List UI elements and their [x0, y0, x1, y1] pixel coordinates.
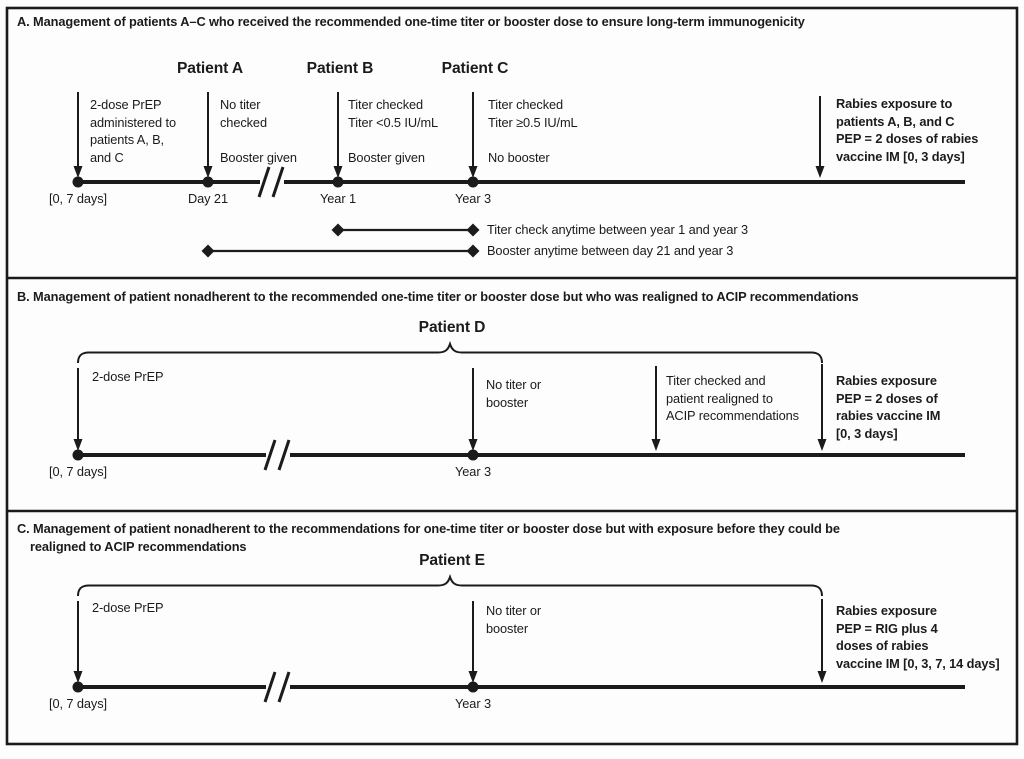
patient-b-action-note: Booster given [348, 150, 425, 165]
arrowhead-icon [73, 166, 83, 178]
event-dot [202, 176, 214, 188]
arrowhead-icon [468, 166, 478, 178]
patient-e-brace [77, 573, 823, 597]
panel-b-timeline [72, 340, 965, 471]
diamond-icon [331, 223, 345, 237]
arrowhead-icon [333, 166, 343, 178]
arrowhead-icon [815, 166, 825, 178]
arrowhead-icon [73, 439, 83, 451]
panel-c-title-line-2: realigned to ACIP recommendations [30, 539, 247, 554]
panel-a-title: A. Management of patients A–C who receiv… [17, 14, 805, 29]
patient-c-label: Patient C [441, 60, 509, 77]
patient-c-action-note: No booster [488, 150, 550, 165]
patient-d-label: Patient D [418, 319, 486, 336]
panel-b-no-titer-note: No titer or booster [486, 377, 542, 410]
panel-c-tick-0-7-days: [0, 7 days] [49, 696, 107, 711]
panel-b-realigned-note: Titer checked and patient realigned to A… [666, 373, 799, 423]
arrowhead-icon [651, 439, 661, 451]
arrowhead-icon [468, 671, 478, 683]
patient-c-event-note: Titer checked Titer ≥0.5 IU/mL [488, 97, 578, 130]
panel-b-exposure-note: Rabies exposure PEP = 2 doses of rabies … [836, 373, 941, 441]
panel-a-timeline [72, 92, 965, 258]
patient-d-brace [77, 340, 823, 364]
panel-c-dose-note: 2-dose PrEP [92, 600, 164, 615]
panel-c-timeline [72, 573, 965, 703]
event-dot [72, 681, 84, 693]
arrowhead-icon [203, 166, 213, 178]
panel-c-no-titer-note: No titer or booster [486, 603, 542, 636]
event-dot [467, 681, 479, 693]
event-dot [72, 449, 84, 461]
panel-b-title: B. Management of patient nonadherent to … [17, 289, 859, 304]
diamond-icon [466, 244, 480, 258]
timeline-break-icon [263, 439, 277, 471]
figure-border [5, 6, 1019, 746]
arrowhead-icon [73, 671, 83, 683]
event-dot [332, 176, 344, 188]
panel-a-tick-day-21: Day 21 [188, 191, 228, 206]
panel-b-tick-year-3: Year 3 [455, 464, 491, 479]
patient-a-action-note: Booster given [220, 150, 297, 165]
timeline-break-icon [263, 671, 277, 703]
timeline-break-icon [271, 166, 285, 198]
panel-c-title-line-1: C. Management of patient nonadherent to … [17, 521, 840, 536]
panel-a-exposure-note: Rabies exposure to patients A, B, and C … [836, 96, 979, 164]
panel-b-dose-note: 2-dose PrEP [92, 369, 164, 384]
patient-e-label: Patient E [419, 552, 485, 569]
patient-b-event-note: Titer checked Titer <0.5 IU/mL [348, 97, 439, 130]
booster-range-label: Booster anytime between day 21 and year … [487, 243, 734, 258]
diamond-icon [201, 244, 215, 258]
arrowhead-icon [817, 671, 827, 683]
timeline-break-icon [257, 166, 271, 198]
timeline-break-icon [277, 671, 291, 703]
timeline-break-icon [277, 439, 291, 471]
event-dot [467, 176, 479, 188]
patient-a-label: Patient A [176, 60, 244, 77]
panel-c-exposure-note: Rabies exposure PEP = RIG plus 4 doses o… [836, 603, 1000, 671]
panel-a-tick-year-3: Year 3 [455, 191, 491, 206]
event-dot [72, 176, 84, 188]
panel-a-tick-year-1: Year 1 [320, 191, 356, 206]
panel-c-tick-year-3: Year 3 [455, 696, 491, 711]
panel-b-tick-0-7-days: [0, 7 days] [49, 464, 107, 479]
panel-a-dose-note: 2-dose PrEP administered to patients A, … [90, 97, 176, 165]
patient-a-event-note: No titer checked [220, 97, 267, 130]
event-dot [467, 449, 479, 461]
arrowhead-icon [817, 439, 827, 451]
arrowhead-icon [468, 439, 478, 451]
patient-b-label: Patient B [306, 60, 374, 77]
panel-a-tick-0-7-days: [0, 7 days] [49, 191, 107, 206]
diamond-icon [466, 223, 480, 237]
titer-range-label: Titer check anytime between year 1 and y… [487, 222, 749, 237]
